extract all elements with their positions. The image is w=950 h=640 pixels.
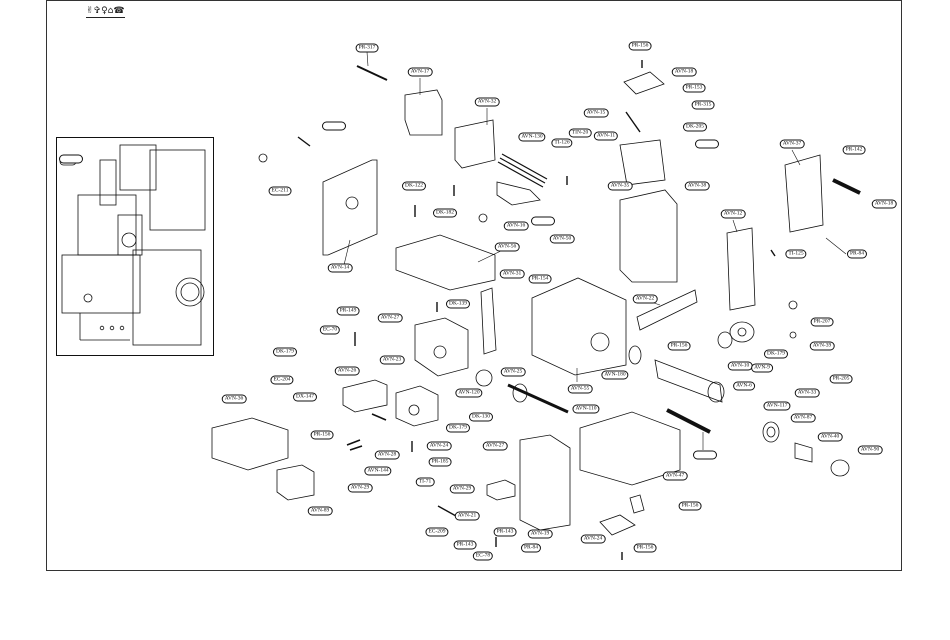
part-callout: DK-139 <box>445 299 471 309</box>
part-callout: AVN-38 <box>684 181 710 191</box>
part-callout: TI-125 <box>785 249 807 259</box>
part-callout: AVN-15 <box>583 108 609 118</box>
part-callout: AVN-29 <box>449 484 475 494</box>
part-callout: PR-156 <box>628 41 652 51</box>
part-callout: PR-142 <box>842 145 866 155</box>
part-callout: AVN-22 <box>632 294 658 304</box>
part-callout: AVN-110 <box>572 404 600 414</box>
part-callout: PR-156 <box>310 430 334 440</box>
part-callout: AVN-24 <box>426 441 452 451</box>
part-callout: EC-70 <box>319 325 341 335</box>
part-callout: PR-207 <box>810 317 834 327</box>
blank-callout <box>695 139 719 149</box>
part-callout: AVN-35 <box>607 181 633 191</box>
part-callout: AVN-27 <box>377 313 403 323</box>
part-callout: AVN-32 <box>474 97 500 107</box>
part-callout: DK-179 <box>445 423 471 433</box>
part-callout: DK-179 <box>272 347 298 357</box>
part-callout: AVN-130 <box>518 132 546 142</box>
part-callout: EC-78 <box>472 551 494 561</box>
part-callout: PR-84 <box>520 543 542 553</box>
part-callout: EC-204 <box>270 375 294 385</box>
part-callout: PR-317 <box>355 43 379 53</box>
inset-detail-frame <box>56 137 214 356</box>
inset-assembly-view <box>59 144 206 346</box>
part-callout: DK-130 <box>468 412 494 422</box>
part-callout: AVN-21 <box>454 511 480 521</box>
part-callout: DK-205 <box>682 122 708 132</box>
part-callout: AVN-19 <box>527 529 553 539</box>
part-callout: PR-153 <box>682 83 706 93</box>
part-callout: PR-154 <box>528 274 552 284</box>
part-callout: EC-209 <box>425 527 449 537</box>
part-callout: TI-71 <box>415 477 435 487</box>
part-callout: AVN-36 <box>221 394 247 404</box>
part-callout: AVN-37 <box>779 139 805 149</box>
part-callout: PR-185 <box>428 457 452 467</box>
part-callout: EC-211 <box>268 186 292 196</box>
part-callout: AVN-55 <box>567 384 593 394</box>
part-callout: AVN-47 <box>662 471 688 481</box>
part-callout: TIN-20 <box>568 128 592 138</box>
part-callout: PR-156 <box>678 501 702 511</box>
part-callout: AVN-17 <box>407 67 433 77</box>
part-callout: AVN-23 <box>379 355 405 365</box>
part-callout: AVN-24 <box>580 534 606 544</box>
part-callout: AVN-180 <box>601 370 629 380</box>
part-callout: PR-149 <box>336 306 360 316</box>
part-callout: AVN-6 <box>733 381 755 391</box>
part-callout: AVN-25 <box>500 367 526 377</box>
part-callout: AVN-39 <box>809 341 835 351</box>
part-callout: AVN-56 <box>494 242 520 252</box>
part-callout: PR-84 <box>846 249 868 259</box>
part-callout: AVN-27 <box>482 441 508 451</box>
part-callout: DX-147 <box>292 392 318 402</box>
part-callout: AVN-9 <box>751 363 773 373</box>
part-callout: AVN-26 <box>334 366 360 376</box>
part-callout: PR-143 <box>493 527 517 537</box>
part-callout: AVN-90 <box>857 445 883 455</box>
part-callout: DK-179 <box>763 349 789 359</box>
blank-callout <box>322 121 346 131</box>
part-callout: AVN-12 <box>720 209 746 219</box>
header-icon-strip: ✌✞♀⌂☎ <box>86 6 125 18</box>
part-callout: AVN-144 <box>364 466 392 476</box>
part-callout: DK-182 <box>432 208 458 218</box>
part-callout: AVN-14 <box>327 263 353 273</box>
part-callout: PR-143 <box>453 540 477 550</box>
part-callout: AVN-40 <box>817 432 843 442</box>
part-callout: AVN-18 <box>671 67 697 77</box>
part-callout: PR-205 <box>829 374 853 384</box>
part-callout: AVN-28 <box>374 450 400 460</box>
part-callout: AVN-16 <box>503 221 529 231</box>
part-callout: AVN-117 <box>763 401 791 411</box>
blank-callout <box>531 216 555 226</box>
part-callout: AVN-11 <box>593 131 619 141</box>
part-callout: AVN-31 <box>499 269 525 279</box>
blank-callout <box>59 154 83 164</box>
part-callout: AVN-89 <box>307 506 333 516</box>
part-callout: AVN-29 <box>347 483 373 493</box>
part-callout: TI-126 <box>551 138 573 148</box>
part-callout: AVN-87 <box>790 413 816 423</box>
drawing-sheet <box>46 0 902 571</box>
part-callout: PR-315 <box>691 100 715 110</box>
part-callout: AVN-50 <box>549 234 575 244</box>
part-callout: PR-156 <box>633 543 657 553</box>
blank-callout <box>693 450 717 460</box>
part-callout: AVN-120 <box>455 388 483 398</box>
part-callout: DK-122 <box>401 181 427 191</box>
part-callout: AVN-18 <box>871 199 897 209</box>
exploded-parts <box>211 60 861 560</box>
part-callout: PR-156 <box>667 341 691 351</box>
part-callout: AVN-33 <box>794 388 820 398</box>
part-callout: AVN-10 <box>727 361 753 371</box>
